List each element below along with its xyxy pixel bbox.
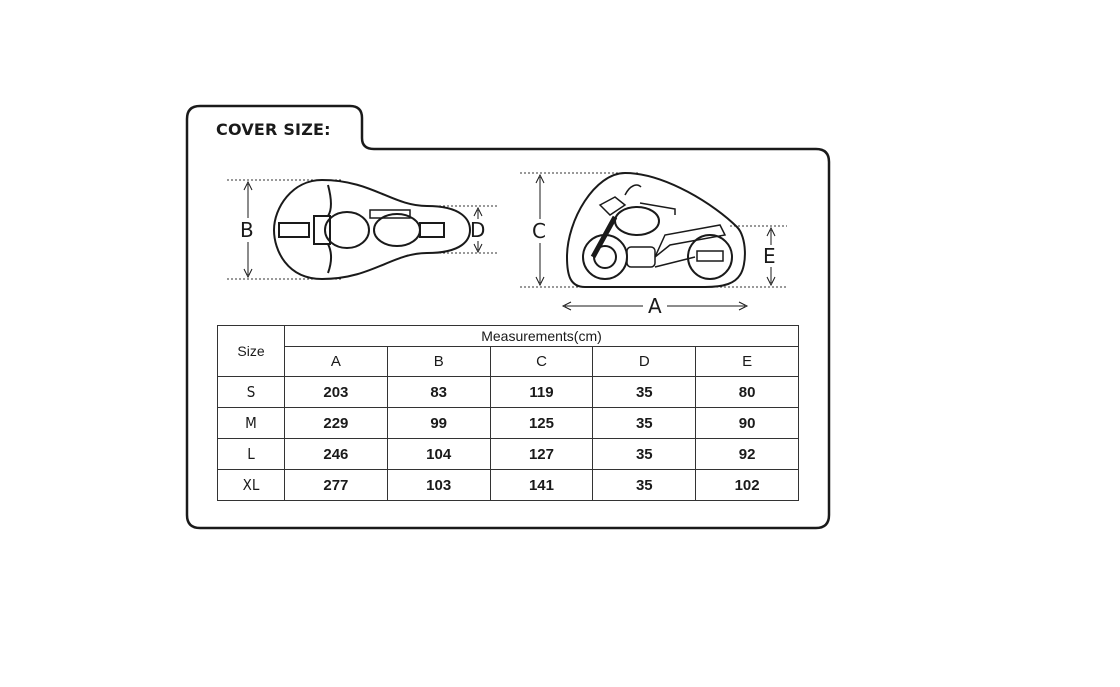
value-cell: 246 — [284, 438, 388, 470]
top-view-diagram: B D — [227, 178, 497, 281]
side-view-diagram: C E A — [520, 171, 787, 318]
label-a: A — [648, 294, 662, 318]
label-c: C — [532, 219, 546, 243]
value-cell: 127 — [489, 438, 594, 470]
table-row: L 246 104 127 35 92 — [217, 438, 799, 470]
size-cell: M — [217, 407, 285, 439]
table-row: XL 277 103 141 35 102 — [217, 469, 799, 501]
value-cell: 90 — [695, 407, 799, 439]
measurements-table: Size Measurements(cm) A B C D E S 203 83… — [217, 325, 799, 501]
column-header-c: C — [489, 346, 594, 377]
value-cell: 119 — [489, 376, 594, 408]
label-d: D — [470, 218, 485, 242]
value-cell: 35 — [592, 407, 697, 439]
value-cell: 141 — [489, 469, 594, 501]
value-cell: 277 — [284, 469, 388, 501]
value-cell: 103 — [386, 469, 491, 501]
size-cell: XL — [217, 469, 285, 501]
column-header-row: A B C D E — [218, 346, 799, 377]
label-e: E — [763, 244, 776, 268]
label-b: B — [240, 218, 254, 242]
column-header-b: B — [386, 346, 491, 377]
value-cell: 35 — [592, 376, 697, 408]
value-cell: 203 — [284, 376, 388, 408]
column-header-d: D — [592, 346, 697, 377]
column-header-e: E — [695, 346, 799, 377]
size-cell: L — [217, 438, 285, 470]
value-cell: 99 — [386, 407, 491, 439]
value-cell: 229 — [284, 407, 388, 439]
value-cell: 125 — [489, 407, 594, 439]
value-cell: 92 — [695, 438, 799, 470]
size-header: Size — [217, 325, 285, 377]
table-row: M 229 99 125 35 90 — [217, 407, 799, 439]
value-cell: 35 — [592, 438, 697, 470]
cover-size-title: COVER SIZE: — [216, 120, 331, 139]
table-header-row: Size Measurements(cm) — [217, 325, 799, 377]
value-cell: 104 — [386, 438, 491, 470]
column-header-a: A — [284, 346, 388, 377]
table-row: S 203 83 119 35 80 — [217, 376, 799, 408]
value-cell: 35 — [592, 469, 697, 501]
value-cell: 102 — [695, 469, 799, 501]
measurements-header: Measurements(cm) — [284, 325, 799, 347]
value-cell: 83 — [386, 376, 491, 408]
value-cell: 80 — [695, 376, 799, 408]
size-cell: S — [217, 376, 285, 408]
